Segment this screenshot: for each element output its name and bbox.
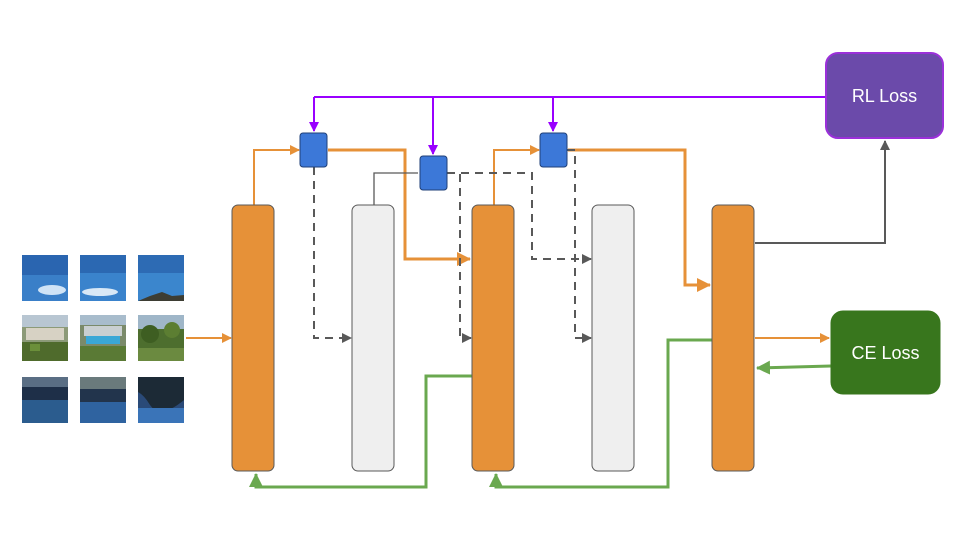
layer-3-to-gate-3-arrow (493, 145, 540, 205)
ce-loss-background (830, 310, 941, 395)
ce-loss-label: CE Loss (851, 343, 919, 363)
gradient-connections (249, 338, 832, 489)
layer-5-block (711, 204, 755, 472)
layer-3-block (471, 204, 515, 472)
gate-3-to-layer-5-arrow (568, 148, 711, 292)
layer-5-to-layer-3-gradient-arrow (489, 338, 712, 489)
rl-loss-label: RL Loss (852, 86, 917, 106)
gating-modules (299, 132, 568, 191)
gate-2-skip-arrow (447, 172, 472, 343)
gate-3-skip-arrow (567, 149, 592, 343)
gate-1-to-layer-3-arrow (328, 148, 471, 266)
image-grid-icon (22, 255, 184, 423)
input-tile-row-bottom (22, 377, 184, 423)
input-tile-row-top (22, 255, 184, 301)
rl-loss-background (825, 52, 944, 139)
gate-3-block (539, 132, 568, 168)
gate-1-block (299, 132, 328, 168)
rl-loss-box: RL Loss (825, 52, 944, 139)
ce-loss-gradient-arrow (756, 360, 832, 375)
layer-1-to-gate-1-arrow (253, 145, 300, 205)
rl-connections (309, 96, 826, 155)
gate-2-block (419, 155, 448, 191)
gray-connections (373, 140, 890, 244)
ce-loss-box: CE Loss (830, 310, 941, 395)
gate-2-forward-skip-arrow (447, 172, 592, 264)
skip-connections (313, 149, 592, 343)
input-tile-row-middle (22, 315, 184, 361)
layer-5-to-rl-loss-arrow (755, 140, 890, 244)
layer-4-block (591, 204, 635, 472)
layer-3-to-layer-1-gradient-arrow (249, 374, 472, 489)
layer-1-block (231, 204, 275, 472)
network-layers (231, 204, 755, 472)
layer-2-to-gate-2-line (373, 172, 418, 205)
gate-1-skip-arrow (313, 167, 352, 343)
forward-connections (186, 145, 830, 343)
layer-2-block (351, 204, 395, 472)
